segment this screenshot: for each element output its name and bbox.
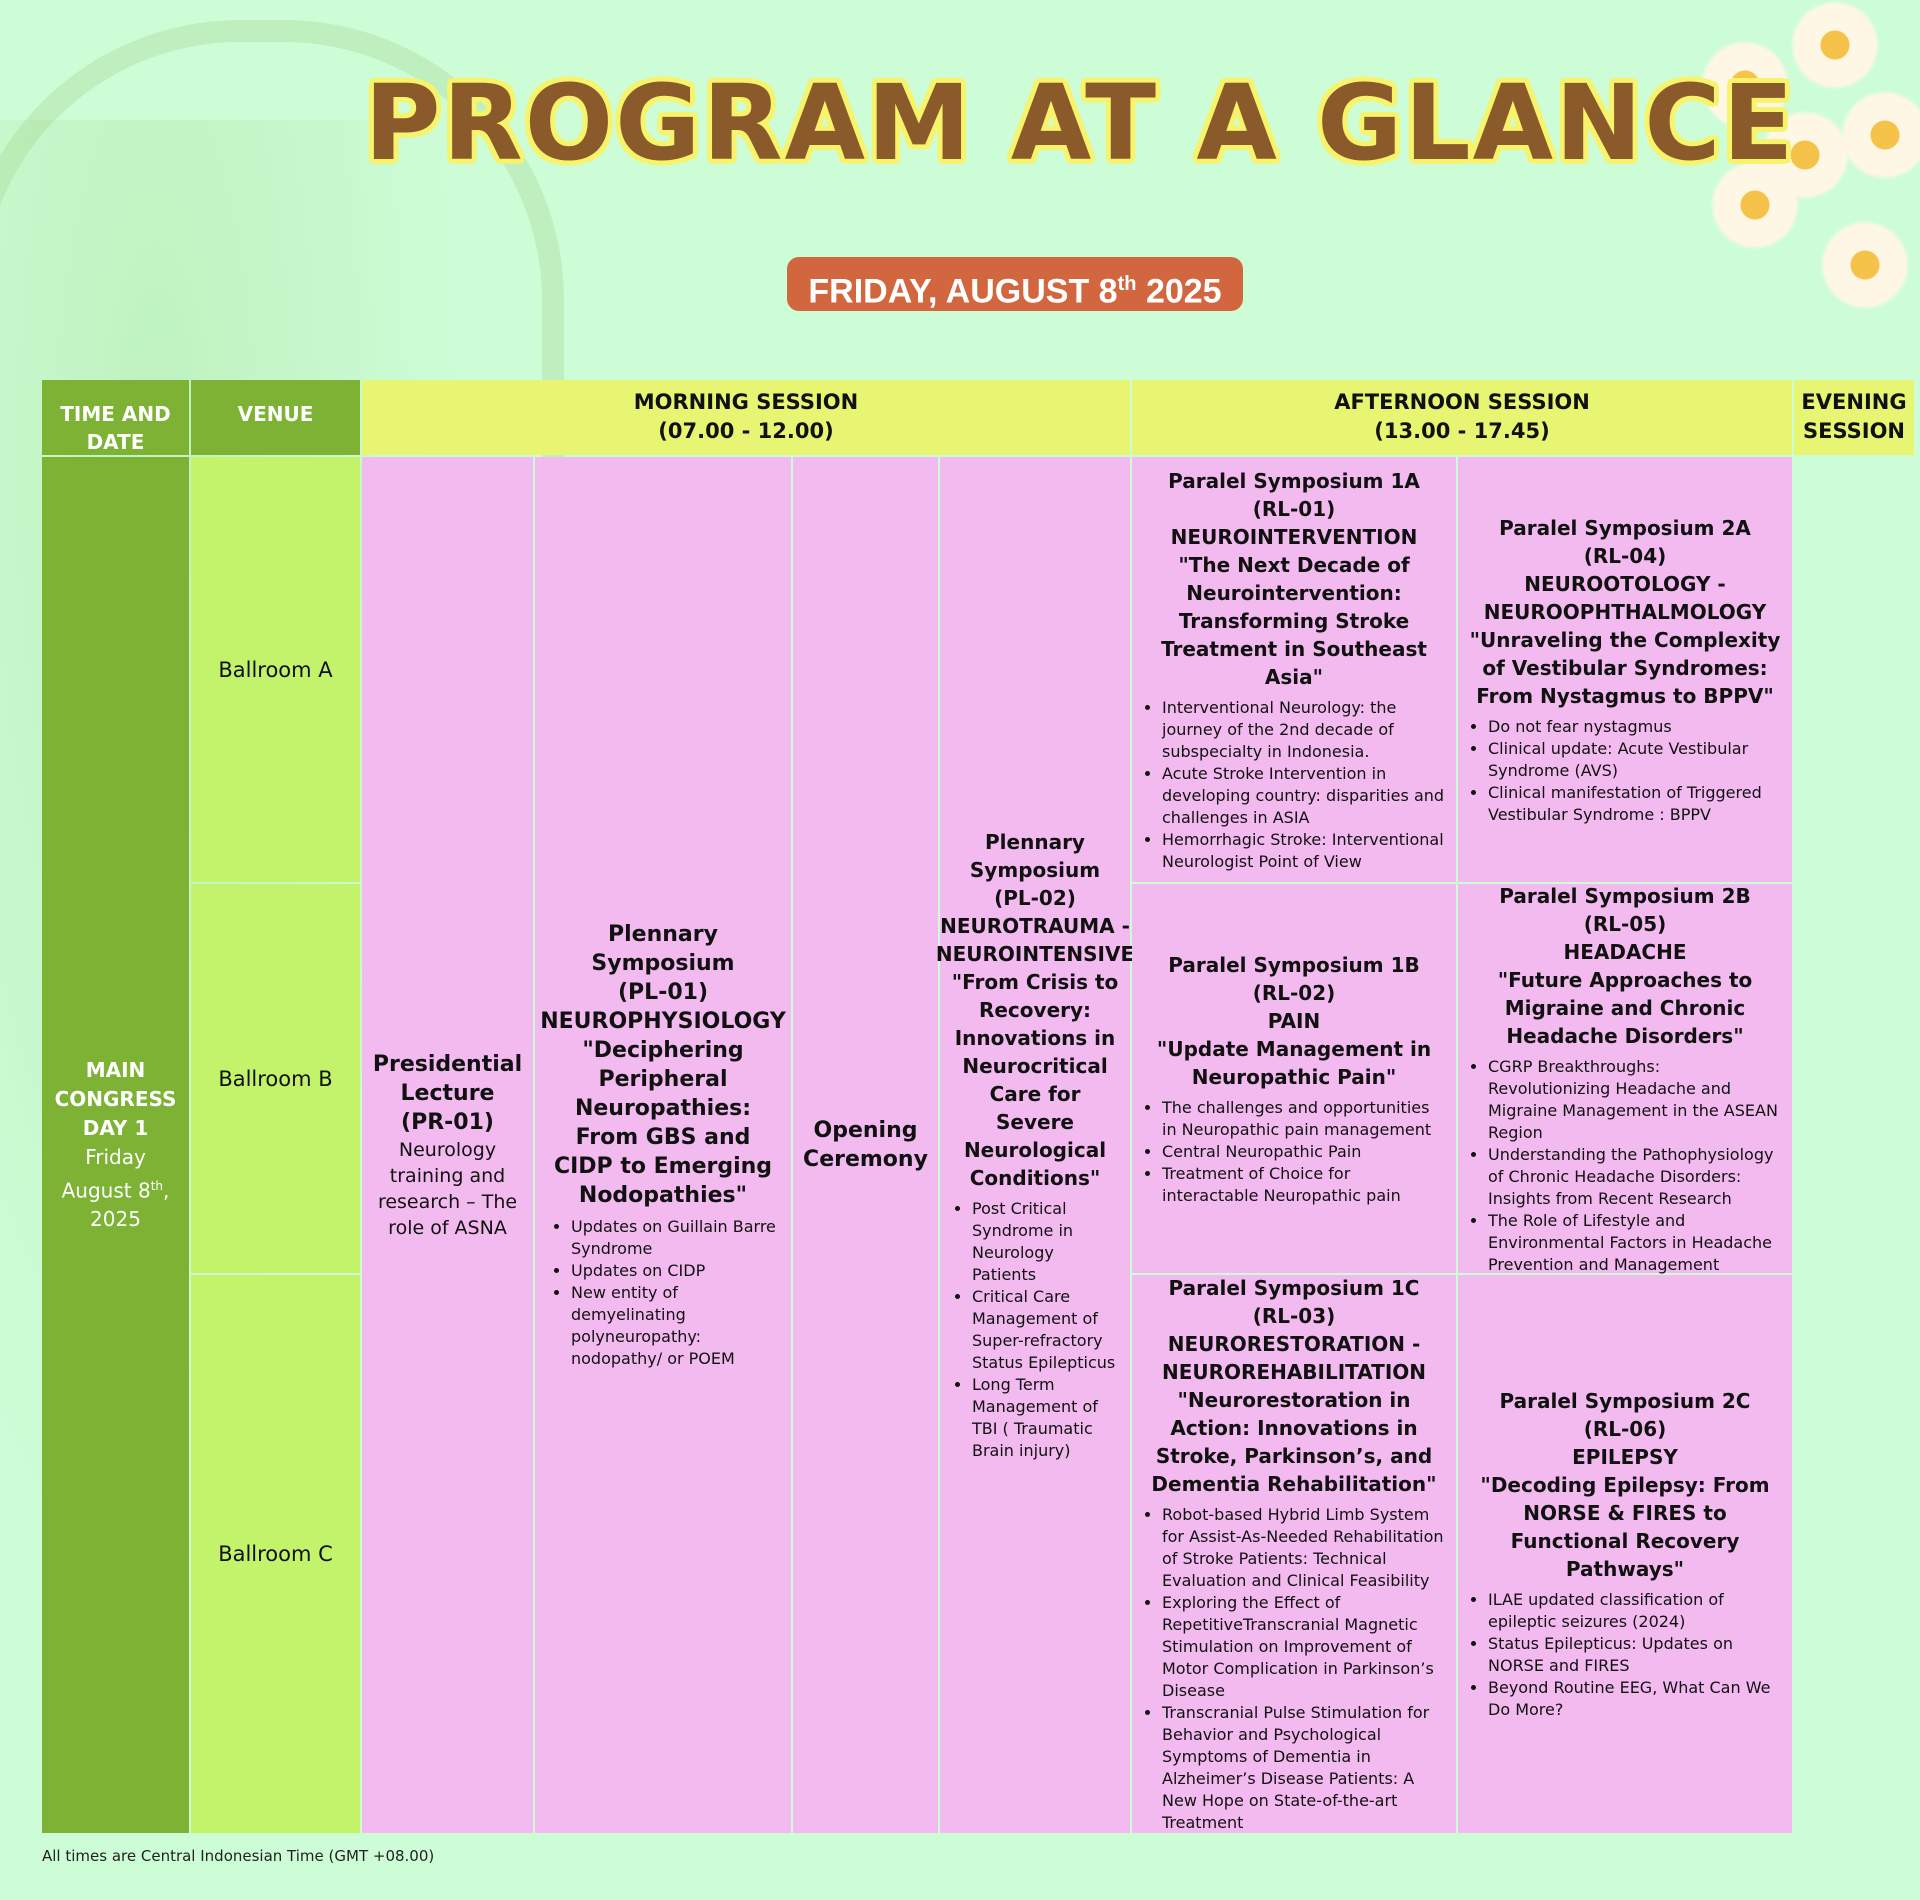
evening-session-empty [1794, 457, 1914, 1833]
rl04-topic-list: Do not fear nystagmus Clinical update: A… [1458, 716, 1792, 826]
presidential-lecture: Presidential Lecture (PR-01) Neurology t… [362, 457, 533, 1833]
parallel-symposium-rl01: Paralel Symposium 1A (RL-01) NEUROINTERV… [1132, 457, 1456, 882]
parallel-symposium-rl03: Paralel Symposium 1C (RL-03) NEURORESTOR… [1132, 1275, 1456, 1833]
pl02-topic-list: Post Critical Syndrome in Neurology Pati… [942, 1198, 1128, 1462]
parallel-symposium-rl02: Paralel Symposium 1B (RL-02) PAIN "Updat… [1132, 884, 1456, 1273]
opening-ceremony: Opening Ceremony [793, 457, 938, 1833]
parallel-symposium-rl04: Paralel Symposium 2A (RL-04) NEUROOTOLOG… [1458, 457, 1792, 882]
rl06-topic-list: ILAE updated classification of epileptic… [1458, 1589, 1792, 1721]
day-cell: MAIN CONGRESS DAY 1 Friday August 8th, 2… [42, 457, 189, 1833]
header-time-date: TIME AND DATE [42, 380, 189, 455]
plenary-symposium-pl01: Plennary Symposium (PL-01) NEUROPHYSIOLO… [535, 457, 791, 1833]
pl01-topic-list: Updates on Guillain Barre Syndrome Updat… [541, 1216, 785, 1370]
parallel-symposium-rl05: Paralel Symposium 2B (RL-05) HEADACHE "F… [1458, 884, 1792, 1276]
date-badge: FRIDAY, AUGUST 8th 2025 [787, 257, 1243, 311]
parallel-symposium-rl06: Paralel Symposium 2C (RL-06) EPILEPSY "D… [1458, 1275, 1792, 1833]
rl02-topic-list: The challenges and opportunities in Neur… [1132, 1097, 1456, 1207]
header-afternoon-session: AFTERNOON SESSION (13.00 - 17.45) [1132, 380, 1792, 455]
page-title: PROGRAM AT A GLANCE [364, 62, 1796, 184]
rl01-topic-list: Interventional Neurology: the journey of… [1132, 697, 1456, 873]
rl03-topic-list: Robot-based Hybrid Limb System for Assis… [1132, 1504, 1456, 1834]
header-evening-session: EVENING SESSION [1794, 380, 1914, 455]
venue-ballroom-a: Ballroom A [191, 457, 360, 882]
header-morning-session: MORNING SESSION (07.00 - 12.00) [362, 380, 1130, 455]
program-table: TIME AND DATE VENUE MORNING SESSION (07.… [42, 380, 1914, 1833]
plenary-symposium-pl02: Plennary Symposium (PL-02) NEUROTRAUMA -… [936, 457, 1134, 1833]
rl05-topic-list: CGRP Breakthroughs: Revolutionizing Head… [1458, 1056, 1792, 1276]
timezone-footnote: All times are Central Indonesian Time (G… [42, 1847, 435, 1865]
venue-ballroom-b: Ballroom B [191, 884, 360, 1273]
header-venue: VENUE [191, 380, 360, 455]
venue-ballroom-c: Ballroom C [191, 1275, 360, 1833]
